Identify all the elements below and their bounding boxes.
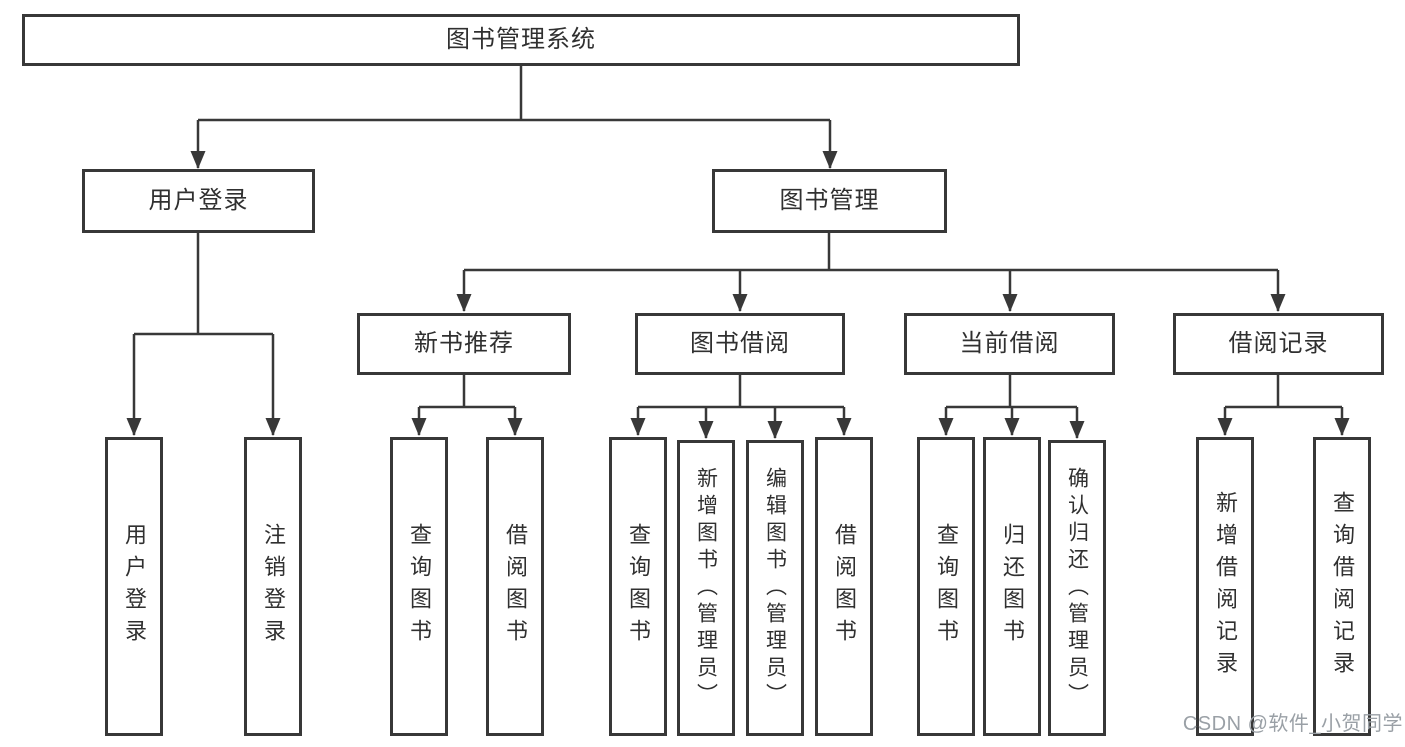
leaf-query-books-current: 查询图书 — [917, 437, 975, 736]
node-book-management: 图书管理 — [712, 169, 947, 233]
node-label: 图书借阅 — [690, 330, 790, 357]
node-borrowing-records: 借阅记录 — [1173, 313, 1384, 375]
node-label: 新增图书（管理员） — [694, 466, 718, 710]
csdn-watermark: CSDN @软件_小贺同学 — [1182, 713, 1403, 735]
node-label: 借阅记录 — [1228, 330, 1329, 357]
node-label: 新增借阅记录 — [1213, 490, 1238, 683]
node-label: 新书推荐 — [414, 330, 514, 357]
leaf-edit-books-admin: 编辑图书（管理员） — [746, 440, 804, 736]
node-label: 归还图书 — [1000, 522, 1025, 651]
leaf-query-books-borrowing: 查询图书 — [609, 437, 667, 736]
node-label: 编辑图书（管理员） — [763, 466, 787, 710]
node-label: 确认归还（管理员） — [1065, 466, 1089, 710]
leaf-logout: 注销登录 — [244, 437, 302, 736]
node-label: 图书管理 — [779, 187, 880, 214]
node-label: 查询图书 — [934, 522, 959, 651]
node-new-book-recommendation: 新书推荐 — [357, 313, 571, 375]
leaf-query-borrow-record: 查询借阅记录 — [1313, 437, 1371, 736]
node-label: 查询借阅记录 — [1330, 490, 1355, 683]
node-label: 注销登录 — [261, 522, 286, 651]
leaf-add-borrow-record: 新增借阅记录 — [1196, 437, 1254, 736]
node-label: 借阅图书 — [503, 522, 528, 651]
node-label: 查询图书 — [626, 522, 651, 651]
node-current-borrowing: 当前借阅 — [904, 313, 1115, 375]
leaf-return-books: 归还图书 — [983, 437, 1041, 736]
node-book-borrowing: 图书借阅 — [635, 313, 845, 375]
leaf-borrow-books-recommend: 借阅图书 — [486, 437, 544, 736]
node-label: 用户登录 — [122, 522, 147, 651]
leaf-user-login: 用户登录 — [105, 437, 163, 736]
node-label: 当前借阅 — [959, 330, 1060, 357]
leaf-borrow-books-borrowing: 借阅图书 — [815, 437, 873, 736]
leaf-add-books-admin: 新增图书（管理员） — [677, 440, 735, 736]
leaf-query-books-recommend: 查询图书 — [390, 437, 448, 736]
node-label: 用户登录 — [148, 187, 249, 214]
node-library-system-root: 图书管理系统 — [22, 14, 1020, 66]
node-label: 查询图书 — [407, 522, 432, 651]
node-label: 借阅图书 — [832, 522, 857, 651]
leaf-confirm-return-admin: 确认归还（管理员） — [1048, 440, 1106, 736]
node-user-login: 用户登录 — [82, 169, 315, 233]
node-label: 图书管理系统 — [446, 26, 596, 53]
